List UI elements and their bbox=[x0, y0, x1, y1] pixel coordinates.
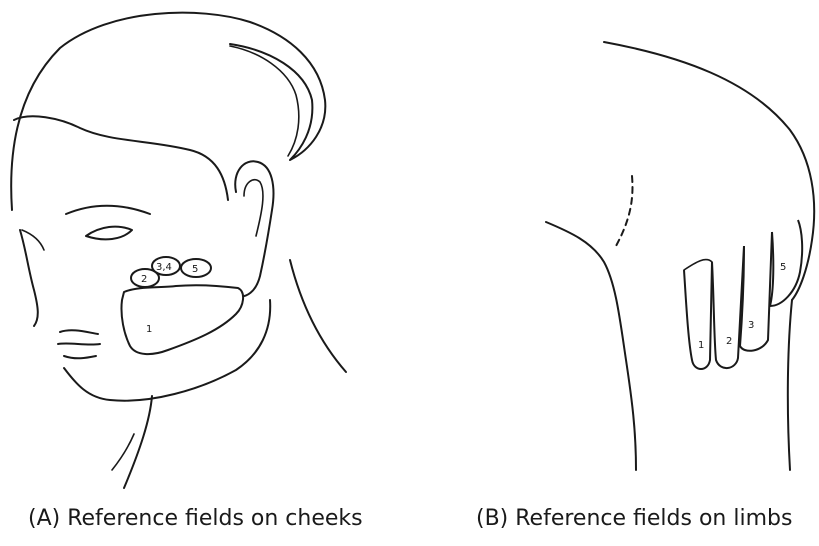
limb-field-5-label: 5 bbox=[780, 262, 786, 273]
hairline-front bbox=[14, 116, 228, 200]
eye bbox=[86, 227, 132, 240]
cheek-field-2-label: 2 bbox=[141, 274, 147, 285]
limb-field-3-label: 3 bbox=[748, 320, 754, 331]
cheek-field-3-4-label: 3,4 bbox=[156, 262, 172, 273]
neck-crease bbox=[112, 434, 134, 470]
limb-field-1-label: 1 bbox=[698, 340, 704, 351]
cheek-field-1-label: 1 bbox=[146, 324, 152, 335]
head-drawing: 1 2 3,4 5 bbox=[11, 13, 346, 488]
cheek-field-5-label: 5 bbox=[192, 264, 198, 275]
limb-field-2 bbox=[712, 246, 744, 368]
limb-field-2-label: 2 bbox=[726, 336, 732, 347]
neck-front bbox=[124, 396, 152, 488]
caption-limbs: (B) Reference fields on limbs bbox=[476, 506, 792, 531]
inner-arm bbox=[546, 222, 636, 470]
neck-back bbox=[290, 260, 346, 372]
brow bbox=[66, 206, 150, 214]
hair-strand bbox=[230, 46, 299, 156]
ear-outline bbox=[235, 161, 273, 296]
nose-profile bbox=[20, 230, 38, 326]
limb-field-3 bbox=[740, 232, 772, 351]
hair-outline bbox=[11, 13, 325, 210]
outer-arm bbox=[788, 300, 792, 470]
mouth bbox=[58, 343, 100, 344]
caption-cheeks: (A) Reference fields on cheeks bbox=[28, 506, 363, 531]
fold-dashed bbox=[616, 176, 632, 246]
ear-inner bbox=[244, 180, 263, 236]
cheek-field-1 bbox=[121, 285, 243, 354]
limb-drawing: 1 2 3 5 bbox=[546, 42, 814, 470]
limb-field-1 bbox=[684, 262, 712, 369]
